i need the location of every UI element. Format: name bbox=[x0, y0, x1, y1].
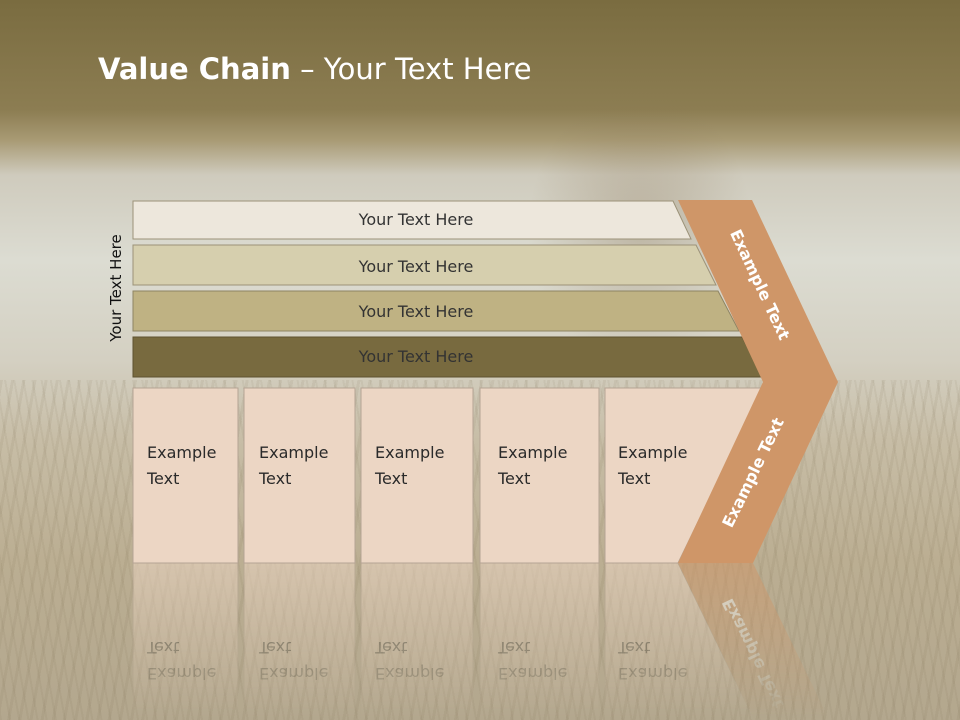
svg-text:Example: Example bbox=[498, 664, 567, 683]
box-2 bbox=[243, 387, 356, 564]
box-4 bbox=[479, 387, 600, 564]
svg-text:Example: Example bbox=[259, 664, 328, 683]
box-3-line-1: Example bbox=[375, 443, 444, 462]
box-1-line-2: Text bbox=[146, 469, 179, 488]
svg-text:Example: Example bbox=[618, 664, 687, 683]
bar-label-2: Your Text Here bbox=[358, 257, 474, 276]
arrow-upper bbox=[678, 200, 838, 382]
svg-text:Example: Example bbox=[375, 664, 444, 683]
svg-text:Example: Example bbox=[147, 664, 216, 683]
box-5-line-1: Example bbox=[618, 443, 687, 462]
bar-1 bbox=[132, 200, 692, 240]
box-2-line-1: Example bbox=[259, 443, 328, 462]
svg-text:Text: Text bbox=[146, 638, 179, 657]
box-3-line-2: Text bbox=[374, 469, 407, 488]
box-3 bbox=[360, 387, 474, 564]
svg-text:Text: Text bbox=[374, 638, 407, 657]
svg-text:Text: Text bbox=[497, 638, 530, 657]
bar-2 bbox=[132, 244, 717, 286]
box-4-line-1: Example bbox=[498, 443, 567, 462]
arrow-lower bbox=[678, 382, 838, 563]
bar-label-1: Your Text Here bbox=[358, 210, 474, 229]
box-1 bbox=[132, 387, 239, 564]
svg-text:Text: Text bbox=[617, 638, 650, 657]
svg-text:Text: Text bbox=[258, 638, 291, 657]
box-5-line-2: Text bbox=[617, 469, 650, 488]
bar-label-4: Your Text Here bbox=[358, 347, 474, 366]
title-rest: – Your Text Here bbox=[290, 52, 532, 86]
bar-label-3: Your Text Here bbox=[358, 302, 474, 321]
box-1-line-1: Example bbox=[147, 443, 216, 462]
box-4-line-2: Text bbox=[497, 469, 530, 488]
reflection: Example Text Example Text Example Text E… bbox=[132, 562, 830, 720]
slide-title: Value Chain – Your Text Here bbox=[98, 52, 532, 86]
title-bold: Value Chain bbox=[98, 52, 291, 86]
bar-3 bbox=[132, 290, 740, 332]
box-2-line-2: Text bbox=[258, 469, 291, 488]
